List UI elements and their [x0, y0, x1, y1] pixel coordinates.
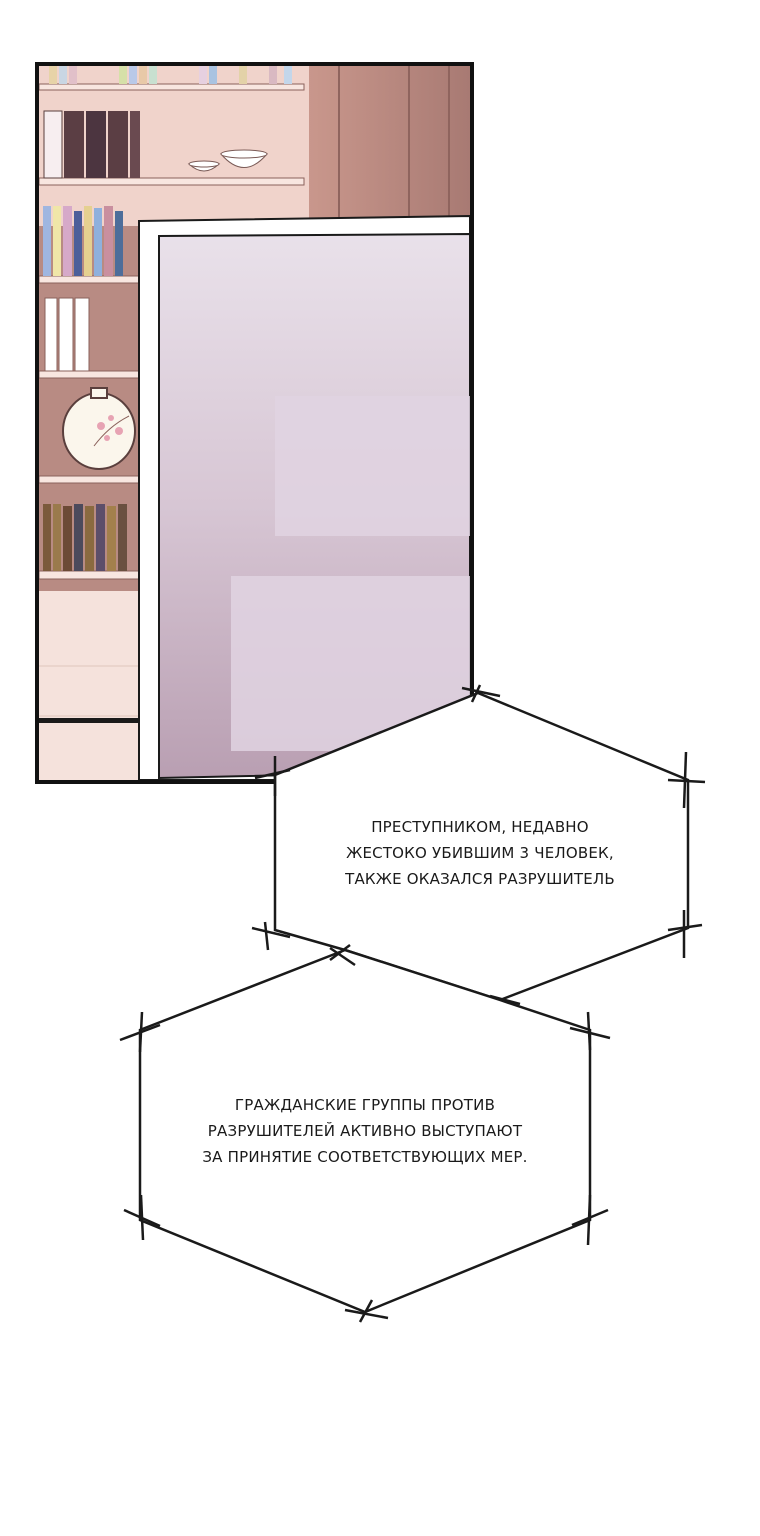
bookshelf	[39, 66, 309, 780]
caption-2-line-2: разрушителей активно выступают	[207, 1122, 523, 1140]
vase-decoration	[62, 387, 136, 470]
caption-1-line-2: жестоко убившим 3 человек,	[346, 844, 614, 862]
office-illustration	[39, 66, 470, 780]
caption-1-line-3: также оказался разрушитель	[345, 870, 615, 888]
bowls-decoration	[187, 149, 269, 172]
office-scene-panel	[35, 62, 474, 784]
wood-wall	[309, 66, 470, 226]
caption-box-2	[138, 948, 592, 1314]
caption-2-line-3: за принятие соответствующих мер.	[202, 1148, 528, 1166]
caption-text-1: Преступником, недавно жестоко убившим 3 …	[290, 814, 670, 892]
caption-1-line-1: Преступником, недавно	[371, 818, 589, 836]
monitor	[138, 214, 470, 780]
caption-2-line-1: Гражданские группы против	[234, 1096, 496, 1114]
caption-text-2: Гражданские группы против разрушителей а…	[165, 1092, 565, 1170]
